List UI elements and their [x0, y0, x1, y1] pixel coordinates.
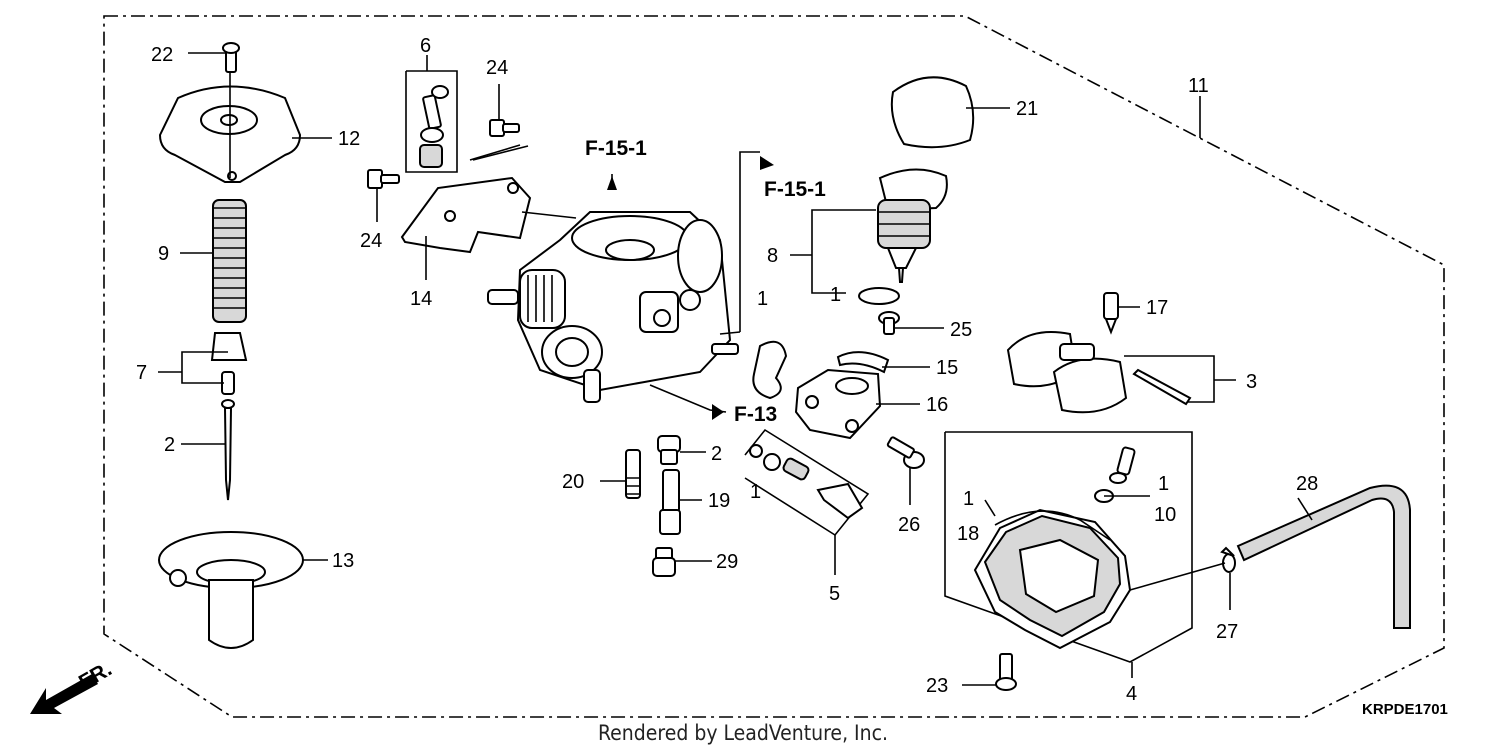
callout-labels: 22 12 9 7 2 13 6 24 24 14 21 11 8 1 1 25…	[136, 35, 1318, 705]
callout-27[interactable]: 27	[1216, 621, 1238, 643]
diagram-code: KRPDE1701	[1362, 701, 1448, 718]
ref-arrow-1	[607, 176, 617, 190]
callout-10[interactable]: 10	[1154, 504, 1176, 526]
callout-24-upper[interactable]: 24	[486, 57, 508, 79]
choke-holder-16[interactable]	[794, 368, 882, 440]
clip-15[interactable]	[836, 351, 890, 374]
callout-29[interactable]: 29	[716, 551, 738, 573]
needle-jet-20[interactable]	[625, 449, 641, 499]
callout-23[interactable]: 23	[926, 675, 948, 697]
callout-15[interactable]: 15	[936, 357, 958, 379]
carburetor-body[interactable]	[487, 211, 739, 403]
callout-11[interactable]: 11	[1188, 75, 1209, 97]
spring-9[interactable]	[212, 199, 247, 323]
callout-1-gasket[interactable]: 1	[757, 288, 768, 310]
callout-22[interactable]: 22	[151, 44, 173, 66]
callout-2-jet[interactable]: 2	[711, 443, 722, 465]
jet-needle-2[interactable]	[221, 399, 235, 501]
auto-choke-8[interactable]	[877, 168, 948, 283]
jet-29[interactable]	[652, 547, 676, 577]
assembly-boundary	[103, 15, 1445, 718]
callout-17[interactable]: 17	[1146, 297, 1168, 319]
callout-5[interactable]: 5	[829, 583, 840, 605]
callout-7[interactable]: 7	[136, 362, 147, 384]
leader-lines	[158, 52, 1313, 686]
callout-3[interactable]: 3	[1246, 371, 1257, 393]
callout-14[interactable]: 14	[410, 288, 432, 310]
slow-jet-19[interactable]	[659, 469, 681, 535]
callout-21[interactable]: 21	[1016, 98, 1038, 120]
callout-16[interactable]: 16	[926, 394, 948, 416]
ref-arrow-3	[712, 404, 724, 420]
callout-1-gasket18[interactable]: 1	[963, 488, 974, 510]
o-ring-1-choke[interactable]	[858, 287, 900, 305]
callout-24-lower[interactable]: 24	[360, 230, 382, 252]
ref-arrow-2	[760, 156, 774, 170]
callout-2-needle[interactable]: 2	[164, 434, 175, 456]
callout-25[interactable]: 25	[950, 319, 972, 341]
screw-22[interactable]	[222, 42, 240, 73]
callout-12[interactable]: 12	[338, 128, 360, 150]
callout-8[interactable]: 8	[767, 245, 778, 267]
bolt-24-upper[interactable]	[489, 119, 520, 137]
throttle-stop-screw-6[interactable]	[405, 70, 458, 173]
credit-text: Rendered by LeadVenture, Inc.	[598, 721, 888, 745]
callout-1-drain[interactable]: 1	[1158, 473, 1169, 495]
screw-25[interactable]	[878, 311, 900, 335]
cap-21[interactable]	[890, 76, 975, 149]
clamp-27[interactable]	[1220, 546, 1236, 573]
float-valve-17[interactable]	[1103, 292, 1119, 335]
screw-23[interactable]	[995, 653, 1017, 691]
reference-f-15-1-right[interactable]: F-15-1	[764, 178, 826, 201]
front-direction-arrow	[30, 674, 98, 714]
diaphragm-13[interactable]	[158, 531, 304, 649]
callout-9[interactable]: 9	[158, 243, 169, 265]
reference-f-15-1-top[interactable]: F-15-1	[585, 137, 647, 160]
float-chamber-4[interactable]	[973, 508, 1132, 650]
callout-1-airscrew[interactable]: 1	[750, 481, 761, 503]
drain-screw-10[interactable]	[1109, 446, 1136, 484]
callout-1-choke[interactable]: 1	[830, 284, 841, 306]
air-screw-set-5[interactable]	[744, 428, 870, 537]
needle-holder-7[interactable]	[210, 332, 248, 395]
callout-26[interactable]: 26	[898, 514, 920, 536]
float-3[interactable]	[1006, 331, 1192, 414]
callout-6[interactable]: 6	[420, 35, 431, 57]
main-jet-2[interactable]	[657, 435, 681, 465]
gasket-18[interactable]	[994, 510, 1111, 541]
bracket-14[interactable]	[400, 176, 532, 254]
callout-19[interactable]: 19	[708, 490, 730, 512]
screw-26[interactable]	[886, 436, 925, 469]
reference-f-13[interactable]: F-13	[734, 403, 777, 426]
callout-4[interactable]: 4	[1126, 683, 1137, 705]
drain-tube-28[interactable]	[1236, 484, 1411, 629]
bolt-24-lower[interactable]	[367, 169, 400, 189]
callout-13[interactable]: 13	[332, 550, 354, 572]
float-chamber-group-box	[944, 431, 1193, 663]
callout-18[interactable]: 18	[957, 523, 979, 545]
gasket-1-body[interactable]	[752, 340, 788, 400]
callout-20[interactable]: 20	[562, 471, 584, 493]
callout-28[interactable]: 28	[1296, 473, 1318, 495]
